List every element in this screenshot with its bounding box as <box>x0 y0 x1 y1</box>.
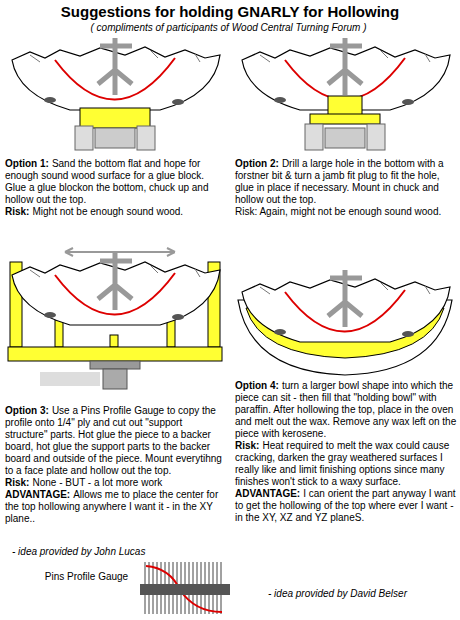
text-line: Pins Profile Gauge <box>40 571 136 583</box>
credit: - idea provided by John Lucas <box>12 546 145 557</box>
option-text: None - BUT - a lot more work <box>32 477 162 488</box>
option-text: Heat required to melt the wax could caus… <box>235 440 449 487</box>
heading-text: Risk: <box>5 477 29 488</box>
text-line: ADVANTAGE:Allows me to place the center … <box>5 489 227 525</box>
heading-text: Risk: <box>235 440 259 451</box>
gauge-label: Pins Profile Gauge <box>45 571 128 582</box>
option-text-block: Option 1:Sand the bottom flat and hope f… <box>5 158 227 218</box>
text-line: Option 4:turn a larger bowl shape into w… <box>235 380 457 440</box>
text-line: Option 1:Sand the bottom flat and hope f… <box>5 158 227 206</box>
text-line: Risk:Might not be enough sound wood. <box>5 206 227 218</box>
text-line: Risk:Heat required to melt the wax could… <box>235 440 457 488</box>
text-line: ( compliments of participants of Wood Ce… <box>0 22 460 34</box>
option-text: Might not be enough sound wood. <box>32 206 183 217</box>
gauge-label-block: Pins Profile Gauge <box>40 571 136 583</box>
heading-text: Option 2: <box>235 158 279 169</box>
text-line: Risk:None - BUT - a lot more work <box>5 477 227 489</box>
pins-gauge <box>140 562 230 614</box>
option2-figure <box>242 38 450 150</box>
option-text-block: Option 2:Drill a large hole in the botto… <box>235 158 457 218</box>
text-line: Risk: Again, might not be enough sound w… <box>235 206 457 218</box>
text-line: Option 3:Use a Pins Profile Gauge to cop… <box>5 405 227 477</box>
heading-text: ADVANTAGE: <box>235 488 300 499</box>
text-line: - idea provided by David Belser <box>268 588 456 600</box>
credit-block: - idea provided by David Belser <box>268 588 456 600</box>
option-text-block: Option 3:Use a Pins Profile Gauge to cop… <box>5 405 227 525</box>
heading-text: ADVANTAGE: <box>5 489 70 500</box>
page-title: Suggestions for holding GNARLY for Hollo… <box>0 3 460 20</box>
option4-figure <box>238 270 452 375</box>
heading-text: Option 3: <box>5 405 49 416</box>
subtitle-block: ( compliments of participants of Wood Ce… <box>0 22 460 34</box>
credit-block: - idea provided by John Lucas <box>12 546 227 558</box>
text-line: Option 2:Drill a large hole in the botto… <box>235 158 457 206</box>
credit: - idea provided by David Belser <box>268 588 407 599</box>
text-line: ADVANTAGE:I can orient the part anyway I… <box>235 488 457 524</box>
option-text: Risk: Again, might not be enough sound w… <box>235 206 441 217</box>
option1-figure <box>12 38 220 150</box>
heading-text: Risk: <box>5 206 29 217</box>
subtitle: ( compliments of participants of Wood Ce… <box>90 22 366 33</box>
text-line: - idea provided by John Lucas <box>12 546 227 558</box>
option3-figure <box>8 248 222 389</box>
option-text-block: Option 4:turn a larger bowl shape into w… <box>235 380 457 524</box>
heading-text: Option 1: <box>5 158 49 169</box>
heading-text: Option 4: <box>235 380 279 391</box>
